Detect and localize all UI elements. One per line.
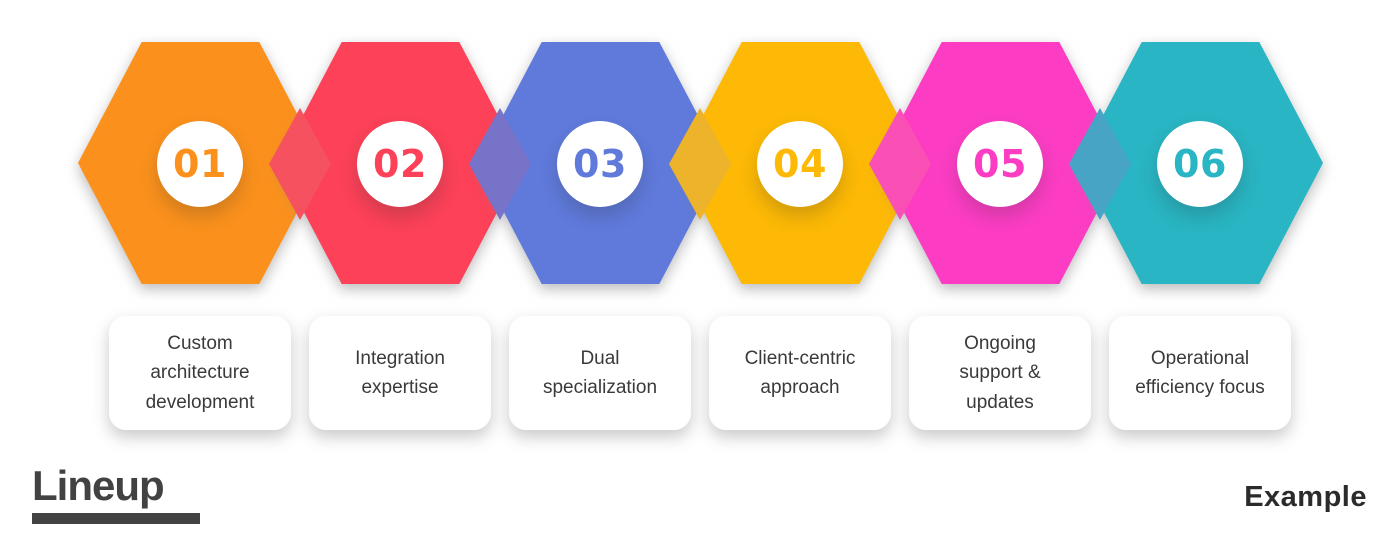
step-badge-1: 01 bbox=[157, 121, 243, 207]
step-label: Dual specialization bbox=[542, 347, 658, 398]
step-badge-6: 06 bbox=[1157, 121, 1243, 207]
step-label: Custom architecture development bbox=[145, 332, 255, 413]
step-card-4: Client-centric approach bbox=[709, 316, 891, 430]
step-card-2: Integration expertise bbox=[309, 316, 491, 430]
logo-underline bbox=[32, 513, 200, 524]
step-card-3: Dual specialization bbox=[509, 316, 691, 430]
step-number: 04 bbox=[773, 142, 827, 186]
step-badge-4: 04 bbox=[757, 121, 843, 207]
step-badge-2: 02 bbox=[357, 121, 443, 207]
step-label: Client-centric approach bbox=[744, 347, 856, 398]
step-card-5: Ongoing support & updates bbox=[909, 316, 1091, 430]
watermark-text: Example bbox=[1244, 481, 1367, 513]
step-number: 06 bbox=[1173, 142, 1227, 186]
step-label: Ongoing support & updates bbox=[959, 332, 1041, 413]
logo-text: Lineup bbox=[32, 462, 165, 509]
logo: Lineup bbox=[32, 462, 200, 524]
step-card-1: Custom architecture development bbox=[109, 316, 291, 430]
step-card-6: Operational efficiency focus bbox=[1109, 316, 1291, 430]
step-number: 01 bbox=[173, 142, 227, 186]
step-number: 05 bbox=[973, 142, 1027, 186]
step-label: Integration expertise bbox=[355, 347, 445, 398]
step-number: 02 bbox=[373, 142, 427, 186]
step-badge-5: 05 bbox=[957, 121, 1043, 207]
step-badge-3: 03 bbox=[557, 121, 643, 207]
step-label: Operational efficiency focus bbox=[1135, 347, 1265, 398]
step-number: 03 bbox=[573, 142, 627, 186]
